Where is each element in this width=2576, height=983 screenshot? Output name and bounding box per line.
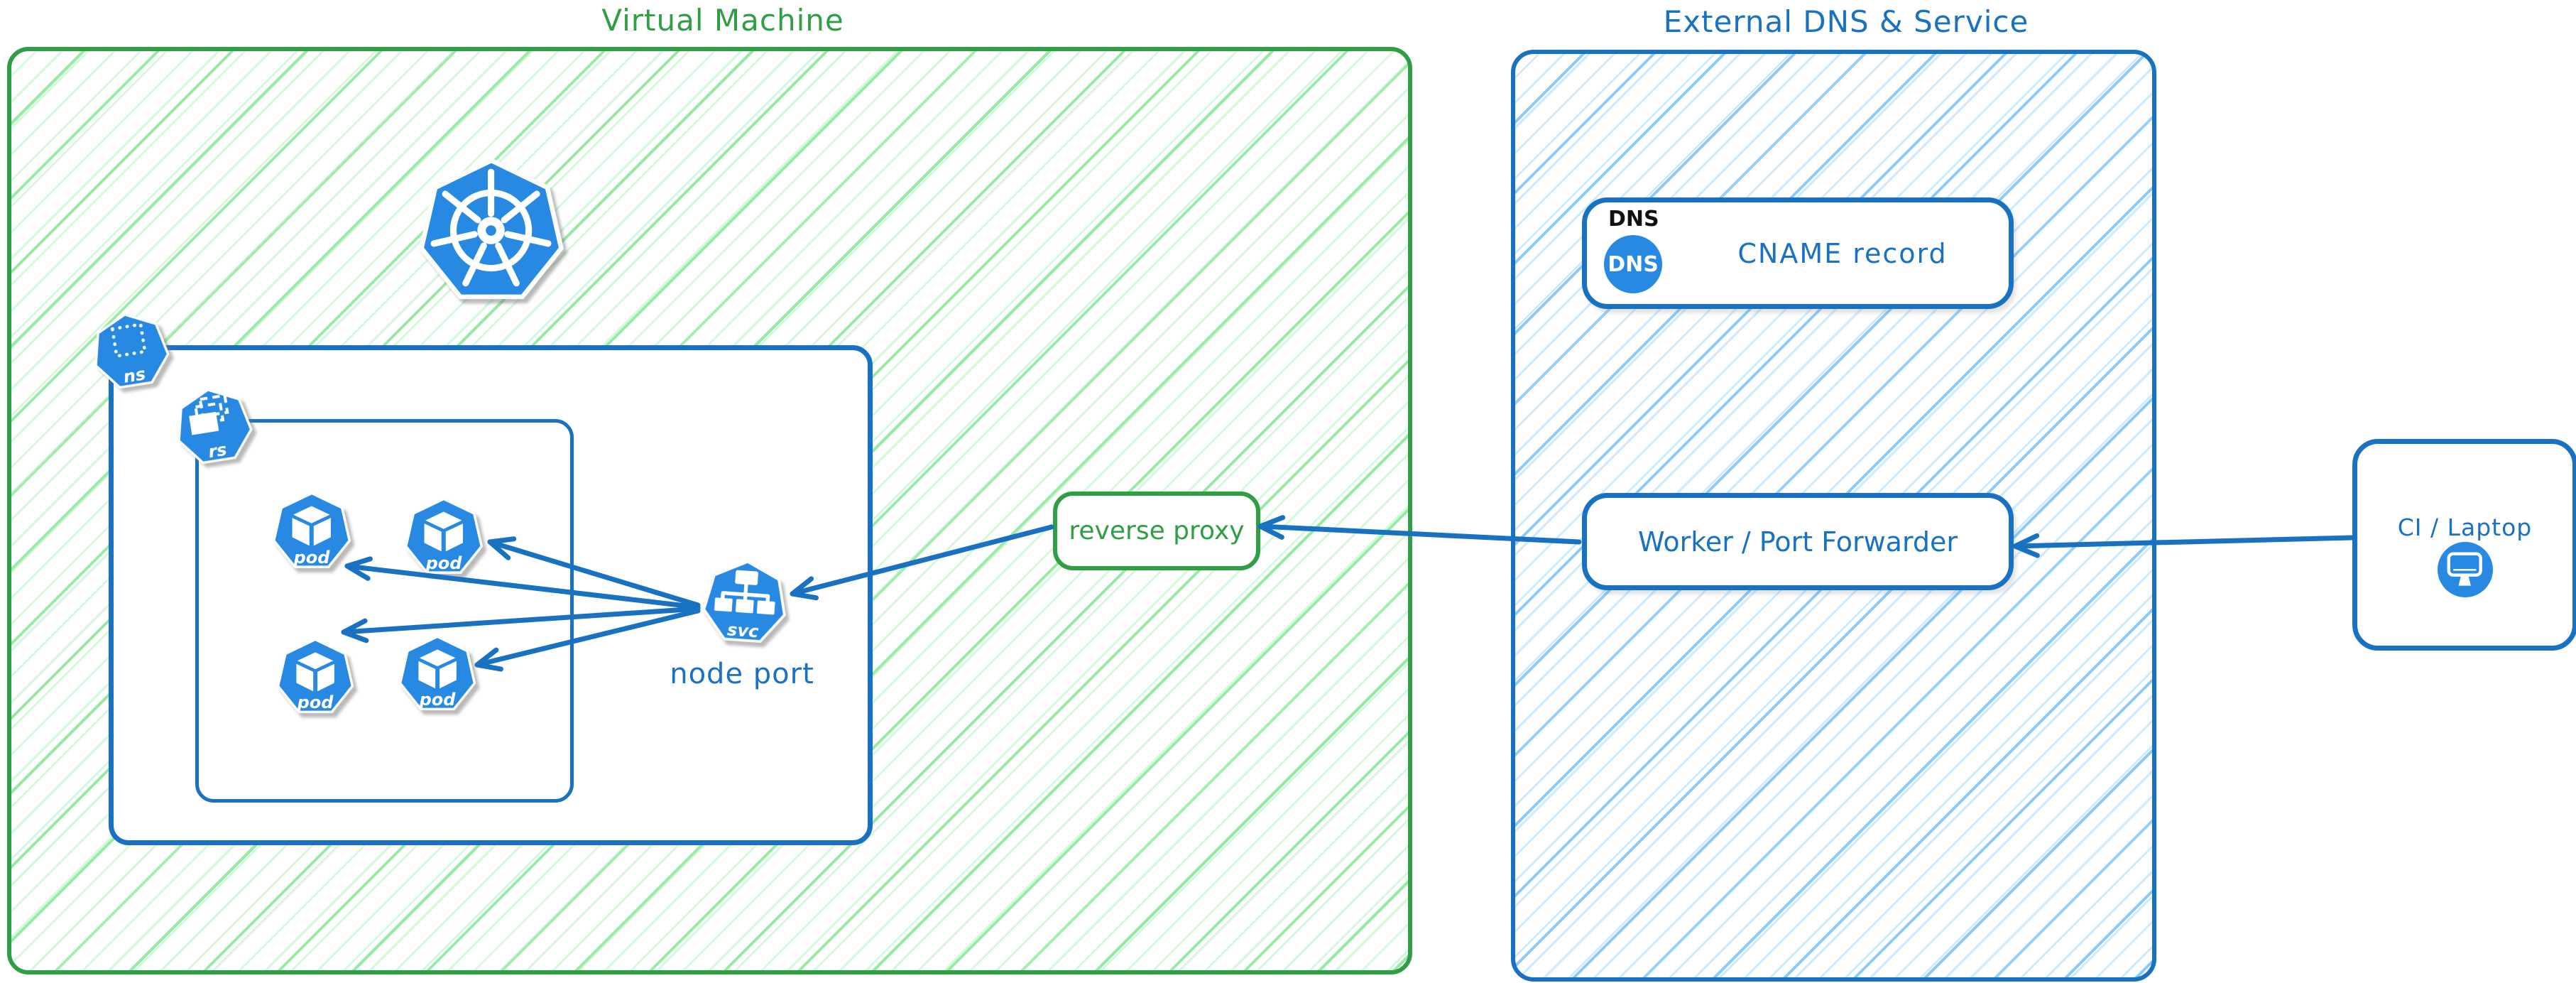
kubernetes-wheel-icon [431,168,552,287]
cname-record-node: DNS DNS CNAME record [1582,197,2014,309]
cube-icon [296,652,334,692]
namespace-icon: ns [84,305,177,398]
replicaset-icon: rs [168,381,260,473]
virtual-machine-title: Virtual Machine [601,3,844,38]
ci-laptop-label: CI / Laptop [2397,514,2533,541]
pod-icon-label: pod [425,553,462,573]
cube-icon [292,506,332,546]
reverse-proxy-label: reverse proxy [1069,516,1245,545]
cname-record-label: CNAME record [1737,237,1948,269]
monitor-glyph [2447,552,2483,586]
pod-icon: pod [396,634,479,716]
pod-icon: pod [402,496,486,580]
worker-port-forwarder-label: Worker / Port Forwarder [1637,526,1958,558]
pod-icon-label: pod [297,692,334,712]
service-icon: svc [697,555,792,651]
dns-badge-icon: DNS [1604,235,1662,293]
cube-icon [418,649,457,689]
monitor-icon [2437,542,2493,597]
reverse-proxy-node: reverse proxy [1053,492,1260,570]
external-dns-title: External DNS & Service [1663,4,2029,39]
dns-tag-label: DNS [1608,207,1659,232]
pod-icon: pod [274,636,356,719]
kubernetes-logo [414,155,569,310]
worker-port-forwarder-node: Worker / Port Forwarder [1582,493,2014,590]
replicaset-container-box [195,419,574,803]
pod-icon: pod [270,490,354,574]
cube-icon [424,511,464,552]
node-port-caption: node port [670,658,814,690]
dotted-square-icon [110,322,148,359]
pod-icon-label: pod [293,547,330,567]
service-tree-icon [714,570,775,615]
ci-laptop-node: CI / Laptop [2352,439,2576,651]
replicaset-rects-icon [189,393,229,435]
pod-icon-label: pod [419,689,456,710]
